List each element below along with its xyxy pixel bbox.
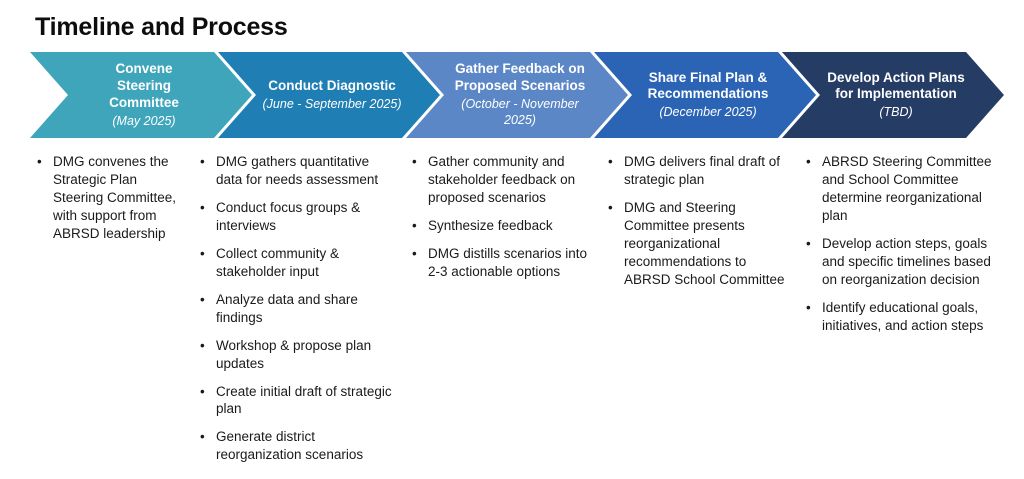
bullet-item: Collect community & stakeholder input [198,245,398,281]
phase-details-column-convene-steering-committee: DMG convenes the Strategic Plan Steering… [35,153,198,474]
bullet-list: ABRSD Steering Committee and School Comm… [804,153,1004,335]
bullet-item: Workshop & propose plan updates [198,337,398,373]
phase-details-column-develop-action-plans: ABRSD Steering Committee and School Comm… [804,153,1016,474]
bullet-list: DMG gathers quantitative data for needs … [198,153,398,464]
phase-details-row: DMG convenes the Strategic Plan Steering… [35,153,1024,474]
bullet-item: Generate district reorganization scenari… [198,428,398,464]
bullet-item: Identify educational goals, initiatives,… [804,299,1004,335]
phase-chevron-text: Share Final Plan & Recommendations (Dece… [636,70,780,121]
bullet-item: ABRSD Steering Committee and School Comm… [804,153,1004,225]
bullet-item: Gather community and stakeholder feedbac… [410,153,594,207]
bullet-item: Develop action steps, goals and specific… [804,235,1004,289]
phase-heading: Conduct Diagnostic [268,77,396,93]
bullet-list: DMG convenes the Strategic Plan Steering… [35,153,186,243]
timeline-chevron-band: Convene Steering Committee (May 2025) Co… [30,52,1004,138]
phase-details-column-share-final-plan: DMG delivers final draft of strategic pl… [606,153,804,474]
phase-details-column-conduct-diagnostic: DMG gathers quantitative data for needs … [198,153,410,474]
phase-date: (May 2025) [112,113,176,128]
phase-chevron-text: Gather Feedback on Proposed Scenarios (O… [448,61,592,128]
bullet-item: Conduct focus groups & interviews [198,199,398,235]
phase-date: (June - September 2025) [262,96,402,111]
phase-chevron-text: Conduct Diagnostic (June - September 202… [263,78,402,112]
phase-date: (October - November 2025) [461,97,579,128]
bullet-item: Analyze data and share findings [198,291,398,327]
bullet-item: DMG gathers quantitative data for needs … [198,153,398,189]
page-title: Timeline and Process [35,13,288,41]
phase-chevron-convene-steering-committee: Convene Steering Committee (May 2025) [30,52,252,138]
bullet-item: Synthesize feedback [410,217,594,235]
bullet-item: DMG convenes the Strategic Plan Steering… [35,153,186,243]
bullet-item: DMG delivers final draft of strategic pl… [606,153,792,189]
phase-chevron-text: Develop Action Plans for Implementation … [824,70,968,121]
bullet-item: Create initial draft of strategic plan [198,383,398,419]
phase-heading: Share Final Plan & Recommendations [647,69,769,102]
bullet-item: DMG and Steering Committee presents reor… [606,199,792,289]
phase-heading: Convene Steering Committee [109,61,179,110]
phase-date: (TBD) [879,105,913,120]
phase-chevron-text: Convene Steering Committee (May 2025) [94,61,194,129]
bullet-item: DMG distills scenarios into 2-3 actionab… [410,245,594,281]
phase-heading: Develop Action Plans for Implementation [827,69,965,102]
phase-date: (December 2025) [659,105,757,120]
bullet-list: DMG delivers final draft of strategic pl… [606,153,792,289]
phase-heading: Gather Feedback on Proposed Scenarios [454,61,586,94]
phase-chevron-gather-feedback: Gather Feedback on Proposed Scenarios (O… [406,52,628,138]
bullet-list: Gather community and stakeholder feedbac… [410,153,594,281]
phase-details-column-gather-feedback: Gather community and stakeholder feedbac… [410,153,606,474]
